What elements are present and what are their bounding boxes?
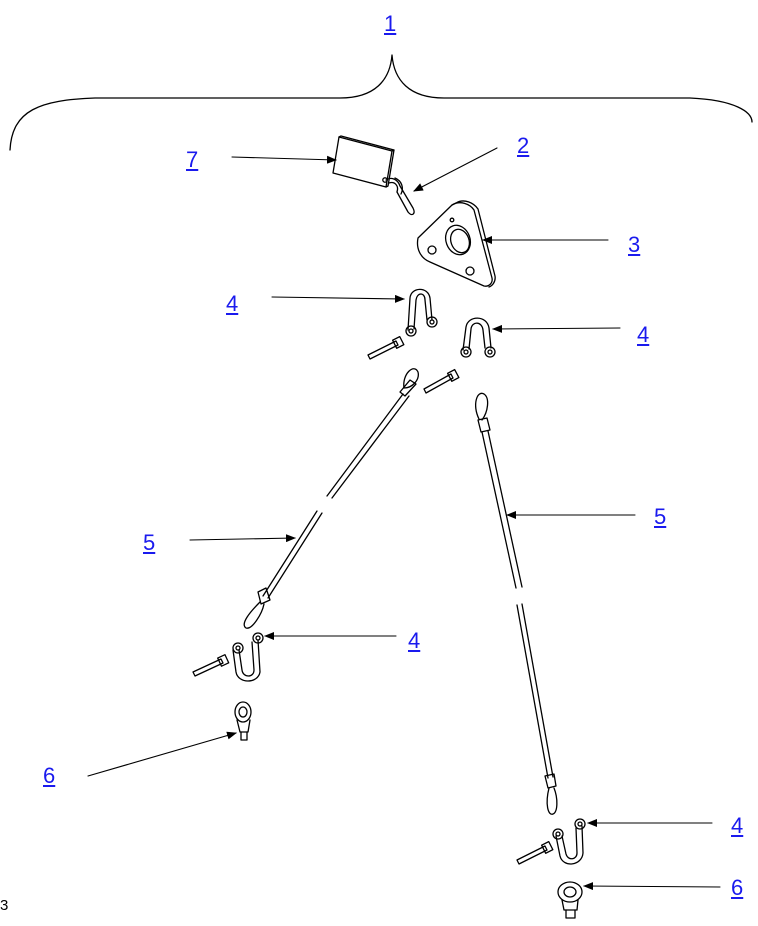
shackle-pin-upper-left [367,335,405,360]
callout-7-tag[interactable]: 7 [186,147,199,172]
identification-tag [332,135,395,188]
callout-4-shackle-c[interactable]: 4 [408,628,421,653]
leader-6b [583,882,721,891]
cable-right [475,392,558,815]
callout-4-shackle-a[interactable]: 4 [226,291,239,316]
callout-5-cable-right[interactable]: 5 [654,504,667,529]
shackle-lower-right [552,818,586,865]
tag-clip [385,177,415,216]
callout-6-eyebolt-left[interactable]: 6 [43,763,56,788]
callout-1-assembly[interactable]: 1 [384,11,397,36]
eye-bolt-right [557,881,583,919]
callout-5-cable-left[interactable]: 5 [143,530,156,555]
assembly-brace [9,54,753,151]
figure-number: 3 [0,897,9,914]
shackle-pin-lower-left [192,654,230,677]
callout-2-clip[interactable]: 2 [517,133,530,158]
leader-2 [413,147,498,192]
cable-left [243,368,419,629]
callout-6-eyebolt-right[interactable]: 6 [731,875,744,900]
shackle-upper-right [460,317,496,358]
callout-4-shackle-b[interactable]: 4 [637,322,650,347]
mounting-bracket [416,200,496,288]
shackle-pin-upper-right [423,368,460,394]
leader-4b [492,324,621,333]
shackle-upper-left [405,288,438,337]
leader-7 [231,155,337,164]
callout-3-bracket[interactable]: 3 [628,232,641,257]
leader-4a [271,294,405,303]
leader-5a [189,534,296,543]
callout-4-shackle-d[interactable]: 4 [731,813,744,838]
shackle-pin-lower-right [516,840,554,865]
shackle-lower-left [232,632,264,682]
eye-bolt-left [234,701,252,741]
leader-6a [87,731,237,777]
